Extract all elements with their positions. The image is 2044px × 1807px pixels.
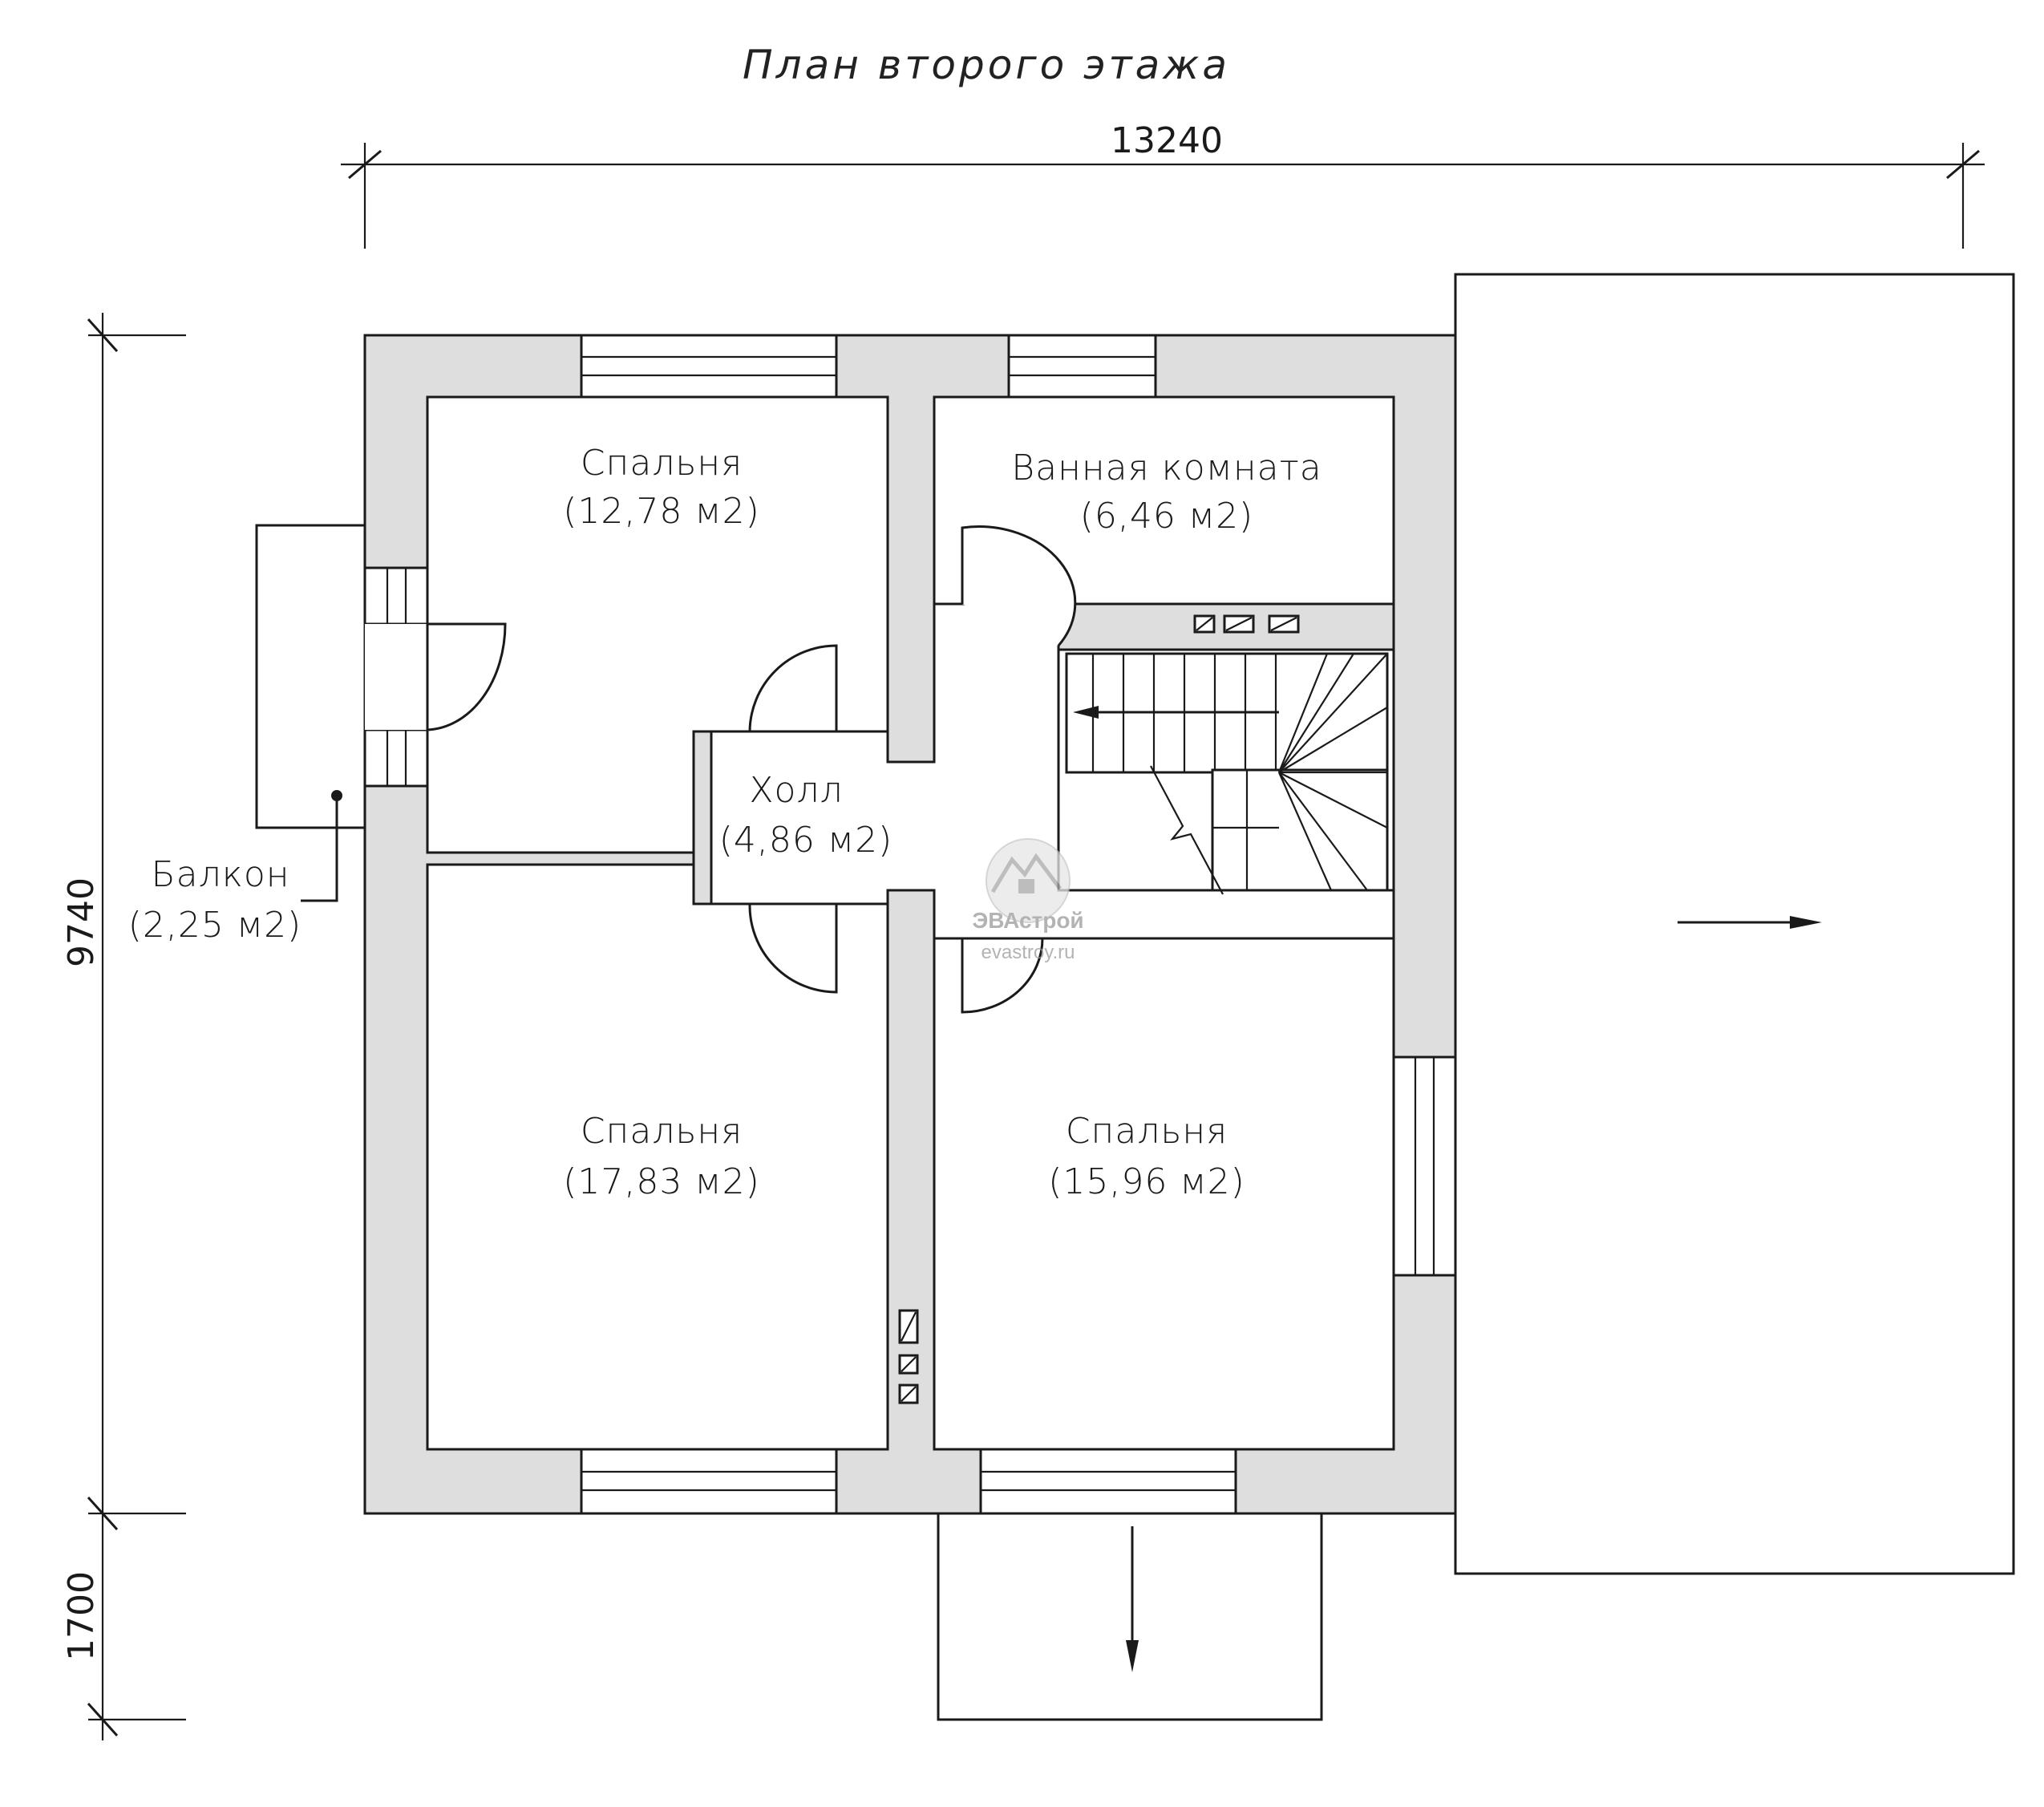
room-name-bedroom-2: Спальня	[581, 1111, 743, 1152]
vent-ducts-top	[1193, 614, 1300, 634]
dimension-width: 13240	[341, 120, 1985, 249]
door-bedroom-3	[961, 937, 1044, 1014]
plan-title: План второго этажа	[743, 42, 1230, 88]
slope-arrow-down-icon	[1126, 1640, 1139, 1672]
dimension-depth: 9740 1700	[61, 313, 186, 1740]
terrace-outline	[937, 1512, 1323, 1721]
window-bedroom-3	[979, 1448, 1237, 1515]
slope-arrow-icon	[1790, 916, 1822, 929]
balcony-name: Балкон	[151, 854, 289, 895]
dimension-terrace-label: 1700	[61, 1571, 102, 1661]
stair-direction-arrow-icon	[1073, 706, 1099, 719]
door-balcony	[426, 622, 507, 731]
door-hall-bedroom-2	[748, 902, 838, 994]
door-hall-bedroom-1	[748, 644, 838, 733]
room-area-bathroom: (6,46 м2)	[1080, 496, 1253, 537]
window-bedroom-2	[580, 1448, 838, 1515]
room-area-bedroom-2: (17,83 м2)	[563, 1161, 759, 1202]
room-area-bedroom-3: (15,96 м2)	[1048, 1161, 1245, 1202]
watermark: ЭВАстрой evastroy.ru	[972, 838, 1084, 963]
window-balcony-lower	[363, 728, 429, 788]
hall-partition	[692, 730, 713, 906]
room-name-bathroom: Ванная комната	[1011, 448, 1322, 488]
door-bathroom	[961, 525, 1077, 646]
watermark-brand: ЭВАстрой	[972, 908, 1083, 933]
window-bathroom	[1007, 334, 1157, 399]
room-name-bedroom-3: Спальня	[1066, 1111, 1228, 1152]
window-bedroom-1	[580, 334, 838, 399]
dimension-depth-label: 9740	[61, 877, 102, 967]
window-bedroom-3-side	[1392, 1055, 1457, 1277]
room-area-hall: (4,86 м2)	[719, 820, 892, 861]
balcony-area: (2,25 м2)	[128, 905, 302, 946]
dimension-width-label: 13240	[1111, 120, 1223, 161]
room-area-bedroom-1: (12,78 м2)	[563, 491, 759, 532]
doors	[365, 525, 1077, 1014]
vent-ducts-side	[898, 1309, 919, 1404]
room-name-hall: Холл	[749, 770, 843, 811]
roof-outline	[1454, 273, 2015, 1575]
watermark-site: evastroy.ru	[982, 942, 1075, 963]
window-balcony-upper	[363, 566, 429, 626]
room-name-bedroom-1: Спальня	[581, 443, 743, 484]
balcony-outline	[255, 524, 365, 902]
room-labels: Спальня (12,78 м2) Ванная комната (6,46 …	[128, 443, 1322, 1202]
windows	[363, 334, 1457, 1515]
staircase	[1065, 652, 1389, 895]
